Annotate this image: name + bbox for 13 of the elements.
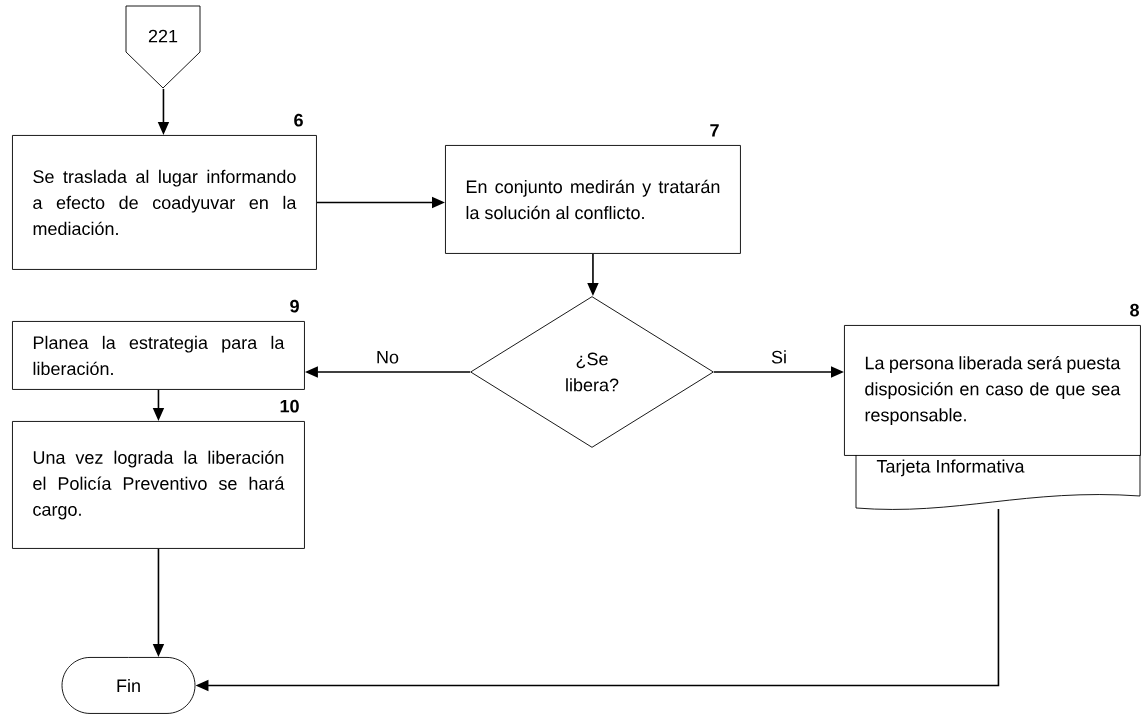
step-number: 7 bbox=[710, 124, 719, 137]
step-number: 9 bbox=[290, 299, 299, 313]
off-page-connector: 221 bbox=[125, 5, 201, 89]
process-box: Planea la estrategia para la liberación. bbox=[12, 321, 305, 390]
step-number: 8 bbox=[1130, 303, 1139, 317]
edge-label: No bbox=[374, 349, 401, 366]
process-box: La persona liberada será puesta disposición en caso de que sea responsable. bbox=[844, 325, 1141, 456]
process-box: En conjunto medirán y tratarán la solución al conflicto. bbox=[445, 145, 741, 254]
process-box: Se traslada al lugar informando a efecto de coadyuvar en la mediación. bbox=[12, 135, 317, 270]
step-number: 10 bbox=[280, 399, 299, 413]
process-box: Una vez lograda la liberación el Policía Preventivo se hará cargo. bbox=[12, 421, 305, 549]
step-number: 6 bbox=[294, 113, 303, 127]
edge-label: Si bbox=[769, 348, 789, 366]
